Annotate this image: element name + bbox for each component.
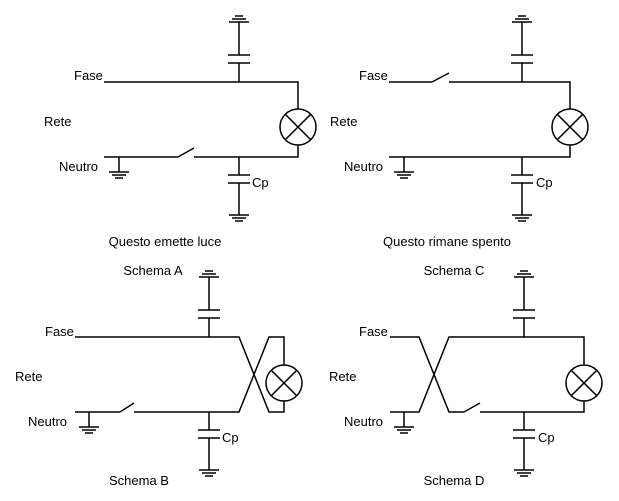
wires [75, 336, 285, 413]
circuit-bottom-right: Fase Rete Neutro Cp Schema C Schema D [329, 263, 585, 488]
ground-icon [514, 455, 534, 477]
capacitor-icon [228, 40, 250, 82]
schema-a-label: Schema A [123, 263, 183, 278]
rete-label: Rete [44, 114, 71, 129]
schema-c-label: Schema C [424, 263, 485, 278]
lamp-icon [265, 364, 303, 402]
lamp-cross-icon [270, 369, 298, 397]
capacitor-icon [198, 295, 220, 337]
capacitor-cp-icon [198, 412, 220, 455]
lamp-icon [565, 364, 603, 402]
lamp-cross-icon [570, 369, 598, 397]
caption: Questo rimane spento [383, 234, 511, 249]
fase-wire [389, 81, 571, 158]
capacitor-icon [513, 295, 535, 337]
lamp-icon [279, 108, 317, 146]
lamp-cross-icon [284, 113, 312, 141]
cp-label: Cp [536, 175, 553, 190]
fase-label: Fase [74, 68, 103, 83]
ground-icon [514, 270, 534, 295]
neutro-label: Neutro [344, 414, 383, 429]
ground-icon [394, 157, 414, 179]
capacitor-cp-icon [228, 157, 250, 200]
rete-label: Rete [15, 369, 42, 384]
wires [390, 336, 585, 413]
ground-icon [79, 412, 99, 434]
neutro-label: Neutro [59, 159, 98, 174]
ground-icon [229, 15, 249, 40]
switch [119, 402, 135, 413]
cp-label: Cp [222, 430, 239, 445]
capacitor-icon [511, 40, 533, 82]
circuit-top-right: Fase Rete Neutro Cp Questo rimane spento [330, 68, 571, 249]
switch [431, 72, 450, 83]
lamp-cross-icon [556, 113, 584, 141]
ground-icon [109, 157, 129, 179]
rete-label: Rete [330, 114, 357, 129]
neutro-label: Neutro [28, 414, 67, 429]
lamp-icon [551, 108, 589, 146]
capacitor-cp-icon [513, 412, 535, 455]
cp-label: Cp [538, 430, 555, 445]
ground-icon [512, 200, 532, 222]
fase-label: Fase [45, 324, 74, 339]
cp-label: Cp [252, 175, 269, 190]
ground-icon [394, 412, 414, 434]
circuit-bottom-left: Fase Rete Neutro Cp Schema A Schema B [15, 263, 285, 488]
fase-label: Fase [359, 68, 388, 83]
rete-label: Rete [329, 369, 356, 384]
fase-wire [104, 81, 299, 158]
circuit-top-left: Fase Rete Neutro Cp Questo emette luce [44, 68, 299, 249]
schema-b-label: Schema B [109, 473, 169, 488]
ground-icon [229, 200, 249, 222]
schema-d-label: Schema D [424, 473, 485, 488]
fase-label: Fase [359, 324, 388, 339]
ground-icon [199, 270, 219, 295]
capacitor-cp-icon [511, 157, 533, 200]
caption: Questo emette luce [109, 234, 222, 249]
switch [177, 147, 195, 158]
switch [463, 402, 481, 413]
ground-icon [512, 15, 532, 40]
neutro-label: Neutro [344, 159, 383, 174]
ground-icon [199, 455, 219, 477]
